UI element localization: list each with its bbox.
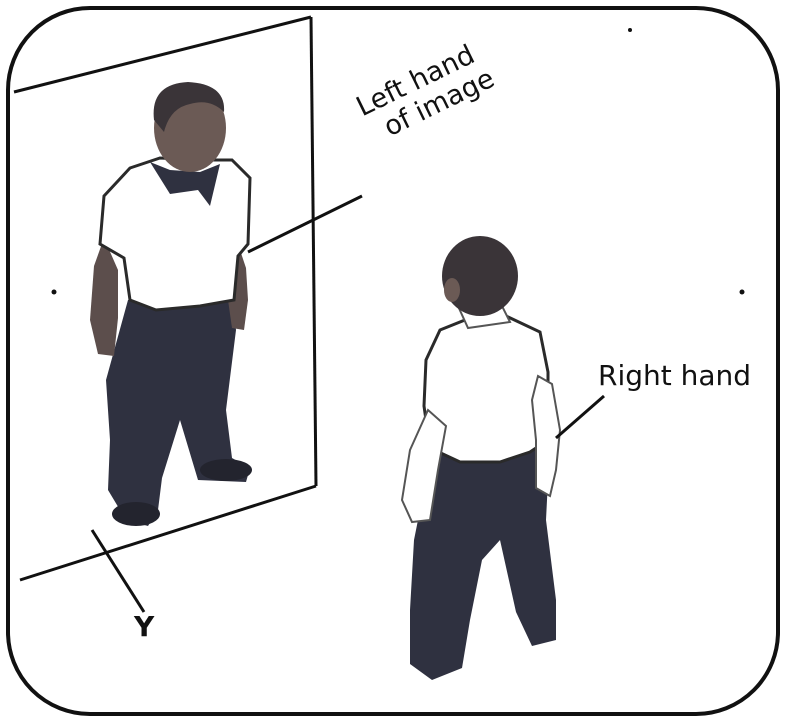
person-head — [442, 236, 518, 316]
reflection-left-shoe — [112, 502, 160, 526]
dot-right — [740, 290, 745, 295]
person-ear — [444, 278, 460, 302]
label-right-hand: Right hand — [598, 362, 751, 390]
label-y: Y — [134, 613, 154, 641]
reflection-right-shoe — [200, 459, 252, 481]
dot-left — [52, 290, 57, 295]
dot-top — [628, 28, 632, 32]
